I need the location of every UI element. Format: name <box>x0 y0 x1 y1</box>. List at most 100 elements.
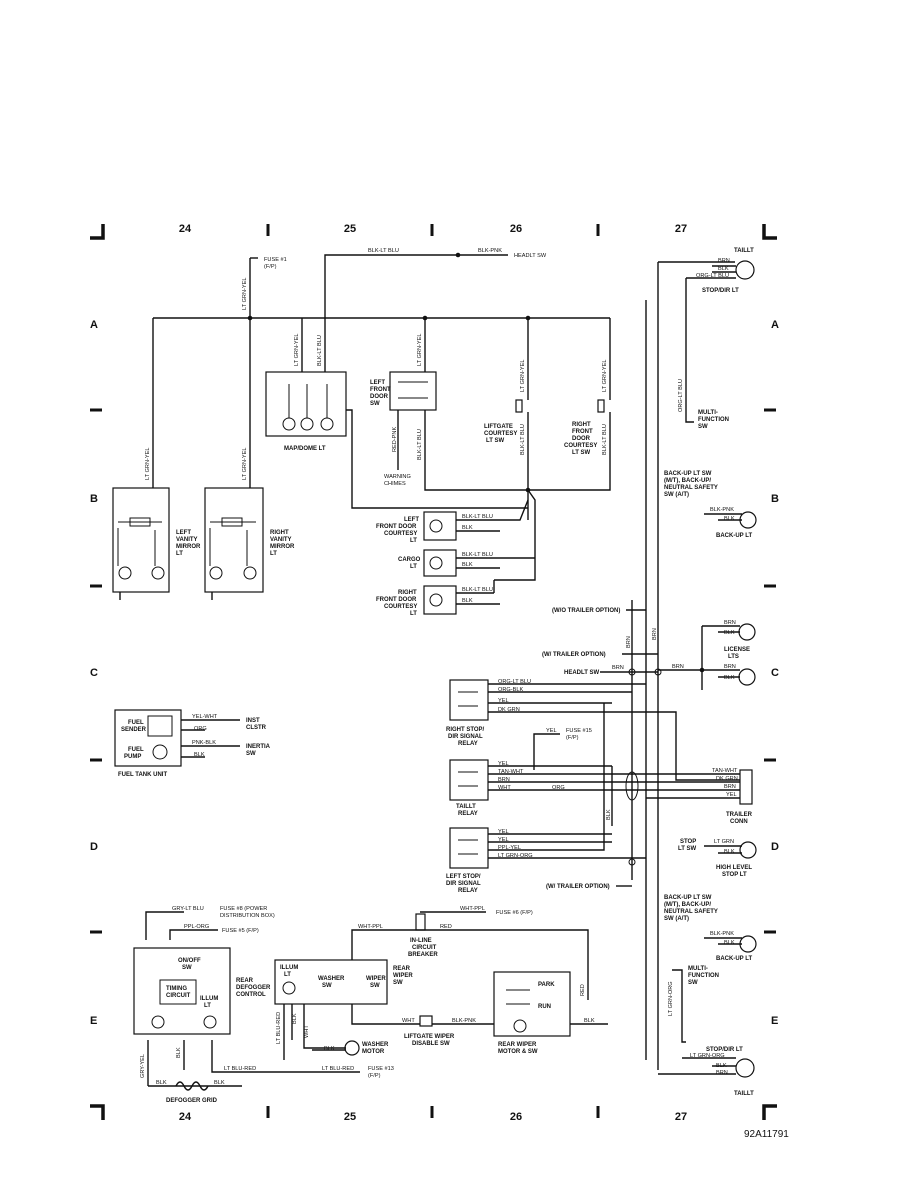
wire-label: BLK <box>584 1018 595 1024</box>
fuse-13-sub: (F/P) <box>368 1073 381 1079</box>
stop-dir-lt-bottom-label: STOP/DIR LT <box>706 1047 743 1053</box>
grid-frame: 24 25 26 27 24 25 26 27 A B C D E A B C … <box>90 223 789 1140</box>
wire-label: DK GRN <box>716 776 738 782</box>
wire-label: BLK <box>156 1080 167 1086</box>
taillt-top-label: TAILLT <box>734 248 754 254</box>
wire-label: TAN-WHT <box>498 769 524 775</box>
wire-label: GRY-LT BLU <box>172 906 204 912</box>
wire-label: BLK-LT BLU <box>520 424 526 455</box>
high-level-stop-lt-bulb <box>739 841 757 859</box>
wire-label: BLK <box>718 266 729 272</box>
wire-label: BLK <box>292 1013 298 1024</box>
corner-top-left <box>90 224 105 240</box>
column-label: 26 <box>510 1111 522 1123</box>
wire-label: LT GRN-YEL <box>242 448 248 480</box>
defogger-grid-element <box>175 1081 209 1091</box>
fuel-tank-unit-label: FUEL TANK UNIT <box>118 772 167 778</box>
wire-label: WHT <box>304 1025 310 1038</box>
wire-label: BLK <box>324 1046 335 1052</box>
cargo-lt <box>423 549 457 577</box>
fuse-1-label: FUSE #1 <box>264 257 287 263</box>
backup-lt-bottom-label: BACK-UP LT <box>716 956 752 962</box>
wire-label: BRN <box>652 628 658 640</box>
diagram-id: 92A11791 <box>744 1129 789 1140</box>
liftgate-wiper-disable-sw <box>419 1015 433 1027</box>
backup-lt-bottom-bulb <box>739 935 757 953</box>
wire-label: ORG-LT BLU <box>498 679 531 685</box>
license-lt-bulb-2 <box>738 668 756 686</box>
dome-circuit: FUSE #1 (F/P) LT GRN-YEL BLK-LT BLU BLK-… <box>145 248 611 581</box>
license-lt-bulb-1 <box>738 623 756 641</box>
wire-label: BRN <box>724 664 736 670</box>
wire-label: LT GRN-YEL <box>520 360 526 392</box>
row-label: E <box>90 1015 97 1027</box>
right-stop-dir-relay-box <box>449 679 489 721</box>
wire-label: LT GRN-ORG <box>668 981 674 1016</box>
fuse-15-label: FUSE #15 <box>566 728 592 734</box>
liftgate-courtesy-sw <box>515 399 523 413</box>
wire-label: BLK <box>716 1063 727 1069</box>
taillt-bottom-label: TAILLT <box>734 1091 754 1097</box>
corner-top-right <box>762 224 777 240</box>
wire-label: LT GRN-YEL <box>417 334 423 366</box>
wire-label: ORG-LT BLU <box>678 379 684 412</box>
wire-label: BLK-LT BLU <box>602 424 608 455</box>
wire-label: LT BLU-RED <box>276 1012 282 1044</box>
backup-lt-sw-top: BACK-UP LT SW(M/T), BACK-UP/NEUTRAL SAFE… <box>664 471 718 498</box>
wire-label: BRN <box>724 620 736 626</box>
wire-label: BLK <box>724 630 735 636</box>
wire-label: LT GRN-YEL <box>294 334 300 366</box>
rear-lighting: TAILLT BRN BLK ORG-LT BLU STOP/DIR LT OR… <box>542 248 757 1070</box>
column-label: 27 <box>675 1111 687 1123</box>
wire-label: BLK <box>462 525 473 531</box>
rear-wiper-sw-box <box>274 959 388 1005</box>
run-label: RUN <box>538 1004 551 1010</box>
wire-label: BRN <box>716 1070 728 1076</box>
fuse-13-label: FUSE #13 <box>368 1066 394 1072</box>
timing-circuit <box>159 979 197 1005</box>
taillt-relay-box <box>449 759 489 801</box>
rear-wiper-motor-box <box>493 971 571 1037</box>
wire-label: BLK <box>724 940 735 946</box>
wire-label: BLK-PNK <box>452 1018 476 1024</box>
rear-defogger-control-box <box>133 947 231 1035</box>
wire-label: BLK <box>176 1047 182 1058</box>
wo-trailer-option: (W/O TRAILER OPTION) <box>552 608 620 614</box>
wire-label: YEL-WHT <box>192 714 218 720</box>
wire-label: BLK-LT BLU <box>462 552 493 558</box>
wire-label: LT GRN-YEL <box>242 278 248 310</box>
row-label: D <box>90 841 98 853</box>
wire-label: LT GRN-YEL <box>145 448 151 480</box>
column-label: 26 <box>510 223 522 235</box>
wire-label: WHT-PPL <box>358 924 383 930</box>
wire-label: BLK <box>462 598 473 604</box>
left-stop-dir-relay-box <box>449 827 489 869</box>
wire-label: LT BLU-RED <box>322 1066 354 1072</box>
column-label: 27 <box>675 223 687 235</box>
w-trailer-option-1: (W/ TRAILER OPTION) <box>542 652 606 658</box>
wire-label: BRN <box>672 664 684 670</box>
wire-label: BRN <box>612 665 624 671</box>
wire-label: BLK <box>462 562 473 568</box>
taillt-top-bulb <box>735 260 755 280</box>
wire-label: YEL <box>546 728 557 734</box>
wire-label: BRN <box>718 258 730 264</box>
corner-bottom-left <box>90 1104 105 1120</box>
wire-label: RED <box>440 924 452 930</box>
